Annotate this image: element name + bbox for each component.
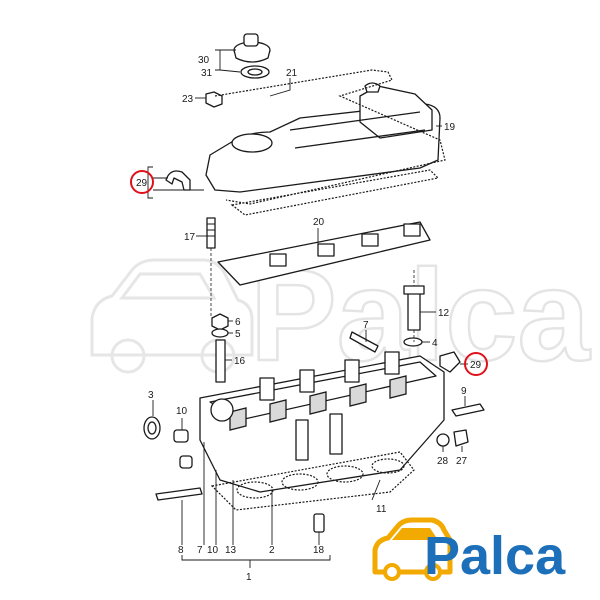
breather-hose [165, 170, 191, 191]
car-icon [372, 517, 453, 581]
callout-19: 19 [444, 122, 456, 133]
clip-29b [439, 351, 461, 373]
highlight-ring-29-top [130, 170, 154, 194]
cover-gasket [214, 69, 446, 205]
palca-logo: Palca [372, 517, 566, 586]
callout-7: 7 [363, 320, 369, 331]
callout-20: 20 [313, 217, 325, 228]
bearing-cap-rail [217, 221, 431, 286]
nut-23 [205, 91, 223, 108]
callout-28: 28 [437, 456, 449, 467]
oil-filler-cap [233, 33, 271, 63]
stud-17 [206, 217, 216, 249]
nut-6 [211, 313, 229, 331]
plug-27 [453, 429, 469, 447]
cylinder-head [199, 351, 445, 493]
callout-4: 4 [432, 338, 438, 349]
callout-11: 11 [376, 504, 387, 515]
callout-6: 6 [235, 317, 241, 328]
valve-cover [205, 82, 441, 193]
cap-seal [240, 65, 270, 79]
callout-10: 10 [176, 406, 188, 417]
plug-10 [173, 429, 189, 443]
bottom-label-18: 18 [313, 545, 325, 556]
plug-12b [179, 455, 193, 469]
washer-5 [211, 328, 229, 338]
callout-29-bottom: 29 [470, 360, 482, 371]
callout-29-top: 29 [136, 178, 148, 189]
callout-3: 3 [148, 390, 154, 401]
head-gasket [210, 451, 415, 511]
stud-8 [155, 487, 203, 501]
washer-4 [403, 337, 423, 347]
callout-27: 27 [456, 456, 468, 467]
washer-28 [436, 433, 450, 447]
dowel-18 [313, 513, 325, 533]
callout-1: 1 [246, 572, 252, 583]
callout-31: 31 [201, 68, 213, 79]
highlight-ring-29-bottom [464, 352, 488, 376]
seal-3 [143, 416, 161, 440]
bottom-label-7: 7 [197, 545, 203, 556]
bottom-label-13: 13 [225, 545, 237, 556]
palca-watermark: Palca [90, 241, 593, 389]
bottom-label-10: 10 [207, 545, 219, 556]
callout-labels: 30 31 21 23 19 29 20 17 6 5 16 12 4 7 29… [136, 55, 482, 583]
callout-9: 9 [461, 386, 467, 397]
logo-text: Palca [424, 526, 566, 586]
callout-12: 12 [438, 308, 450, 319]
bottom-label-2: 2 [269, 545, 275, 556]
sensor-9 [451, 403, 485, 417]
stud-16 [215, 339, 226, 383]
watermark-car-icon [90, 258, 254, 374]
leader-lines [147, 49, 468, 568]
bottom-label-8: 8 [178, 545, 184, 556]
callout-5: 5 [235, 329, 241, 340]
callout-23: 23 [182, 94, 194, 105]
lower-cover-gasket [230, 169, 440, 216]
callout-30: 30 [198, 55, 210, 66]
stud-7 [349, 331, 379, 353]
callout-21: 21 [286, 68, 298, 79]
callout-17: 17 [184, 232, 196, 243]
callout-16: 16 [234, 356, 246, 367]
